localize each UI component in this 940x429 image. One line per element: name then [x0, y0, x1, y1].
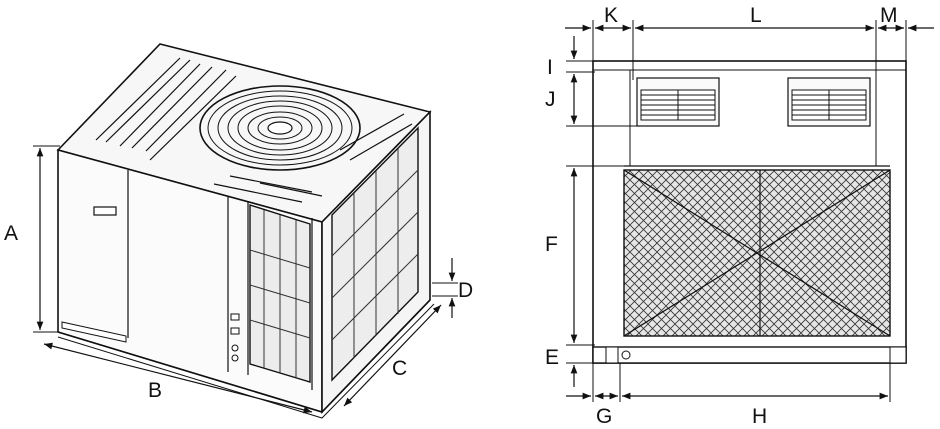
label-K: K — [604, 4, 618, 27]
label-M: M — [880, 4, 898, 27]
front-base-plate — [61, 321, 127, 343]
label-E: E — [545, 346, 559, 369]
fan-grille — [199, 85, 361, 171]
dimension-E — [566, 362, 595, 387]
dimension-D — [432, 258, 458, 318]
elevation-base-rail — [592, 346, 907, 364]
label-L: L — [750, 4, 762, 27]
top-panel-grooves — [95, 57, 413, 203]
dimension-IJ — [566, 36, 640, 127]
louver-left — [636, 77, 720, 127]
dimension-GH — [566, 363, 891, 402]
label-G: G — [596, 405, 612, 428]
dimension-A — [33, 145, 60, 333]
dimension-C — [343, 304, 442, 407]
front-elevation: K L M I J F E G H — [545, 4, 934, 428]
dimension-B — [43, 342, 313, 414]
louver-right — [787, 77, 871, 127]
label-C: C — [392, 357, 407, 380]
label-I: I — [547, 56, 553, 79]
label-F: F — [545, 233, 558, 256]
label-J: J — [545, 88, 556, 111]
front-handle — [93, 206, 117, 216]
dimension-F — [566, 165, 640, 346]
label-D: D — [458, 279, 473, 302]
label-B: B — [148, 379, 162, 402]
dimension-KLM — [565, 20, 934, 80]
isometric-view: A B C D — [4, 43, 473, 419]
label-A: A — [4, 222, 18, 245]
label-H: H — [752, 405, 767, 428]
